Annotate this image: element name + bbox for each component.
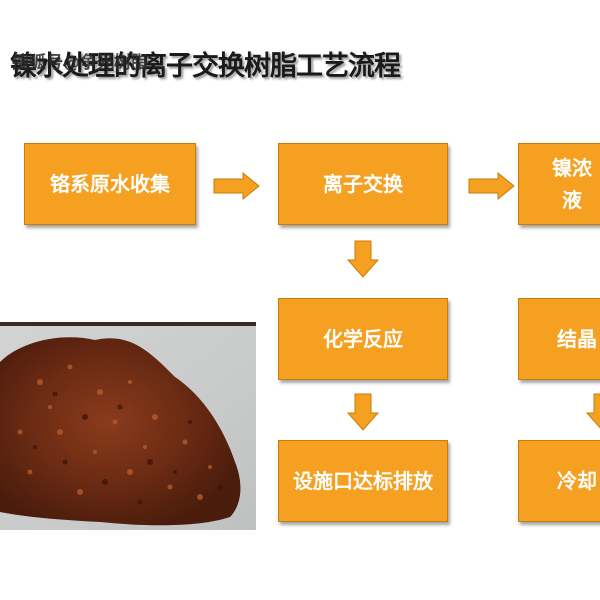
watermark-text: 搜狐号@争光树脂 — [12, 53, 148, 73]
page-title: 镍水处理的离子交换树脂工艺流程 — [10, 51, 401, 82]
box-nickel-concentrate: 镍浓液 — [518, 143, 600, 225]
box-ion-exchange: 离子交换 — [278, 143, 448, 225]
box-crystallization: 结晶 — [518, 298, 600, 380]
box-discharge: 设施口达标排放 — [278, 440, 448, 522]
resin-photo — [0, 322, 256, 530]
down-arrow-icon — [347, 240, 379, 278]
right-arrow-icon — [468, 172, 515, 200]
right-arrow-icon — [213, 172, 260, 200]
box-chrome-raw-water-collection: 铬系原水收集 — [24, 143, 196, 225]
box-cooling: 冷却 — [518, 440, 600, 522]
down-arrow-icon — [586, 393, 600, 429]
down-arrow-icon — [347, 393, 379, 431]
box-chemical-reaction: 化学反应 — [278, 298, 448, 380]
title-area: 镍水处理的离子交换树脂工艺流程 搜狐号@争光树脂 — [10, 44, 401, 84]
